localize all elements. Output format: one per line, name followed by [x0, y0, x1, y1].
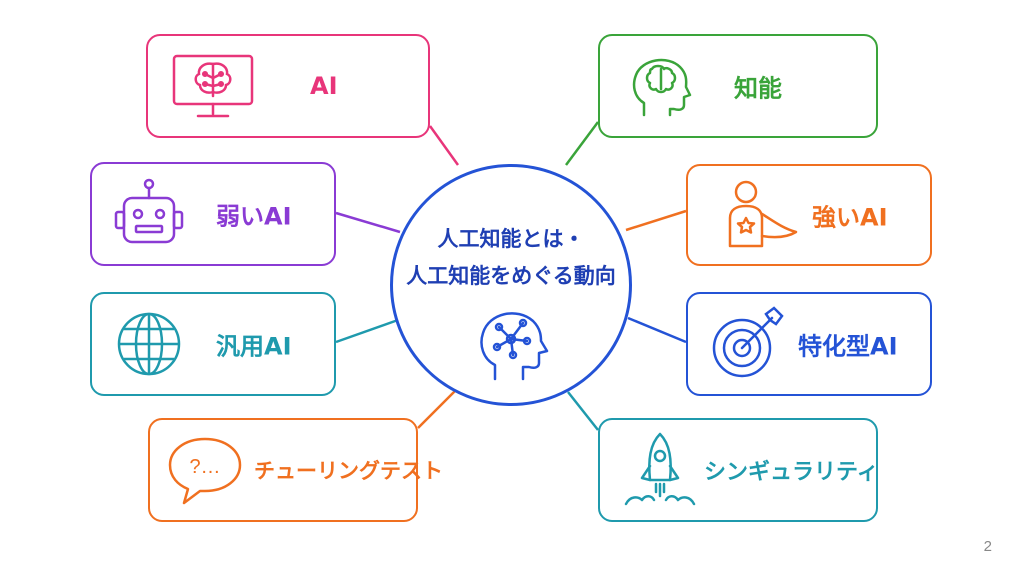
center-title-line1: 人工知能とは・ — [437, 227, 585, 251]
connector-singular — [567, 391, 599, 431]
node-ai: AI — [146, 34, 430, 138]
node-chinou: 知能 — [598, 34, 878, 138]
node-label: 特化型AI — [798, 332, 898, 361]
superhero-icon — [728, 180, 798, 248]
connector-general — [335, 318, 399, 344]
node-specific: 特化型AI — [686, 292, 932, 396]
computer-brain-icon — [172, 54, 254, 118]
node-label: チューリングテスト — [254, 459, 443, 483]
page-number: 2 — [983, 538, 992, 555]
node-label: 知能 — [734, 74, 782, 103]
brain-head-icon — [632, 58, 692, 117]
node-singular: シンギュラリティ — [598, 418, 879, 522]
node-label: AI — [310, 72, 338, 100]
bubble-text: ?… — [189, 456, 220, 478]
speech-bubble-icon: ?… — [168, 437, 242, 505]
node-turing: ?… チューリングテスト — [148, 418, 443, 522]
globe-icon — [117, 312, 181, 376]
connector-ai — [428, 125, 460, 166]
head-network-icon — [480, 312, 549, 381]
connector-weak — [335, 211, 401, 234]
target-icon — [712, 306, 784, 378]
node-label: シンギュラリティ — [704, 460, 879, 485]
connector-chinou — [564, 121, 600, 166]
connector-turing — [417, 389, 457, 429]
node-label: 弱いAI — [216, 202, 292, 231]
robot-icon — [114, 178, 184, 244]
center-title-line2: 人工知能をめぐる動向 — [406, 264, 616, 288]
node-strong: 強いAI — [686, 164, 932, 266]
connector-strong — [625, 209, 687, 232]
node-label: 汎用AI — [216, 332, 292, 361]
node-label: 強いAI — [812, 203, 888, 232]
node-weak: 弱いAI — [90, 162, 336, 266]
connector-specific — [627, 316, 687, 344]
rocket-icon — [624, 432, 696, 506]
center-topic: 人工知能とは・ 人工知能をめぐる動向 — [390, 164, 632, 406]
node-general: 汎用AI — [90, 292, 336, 396]
